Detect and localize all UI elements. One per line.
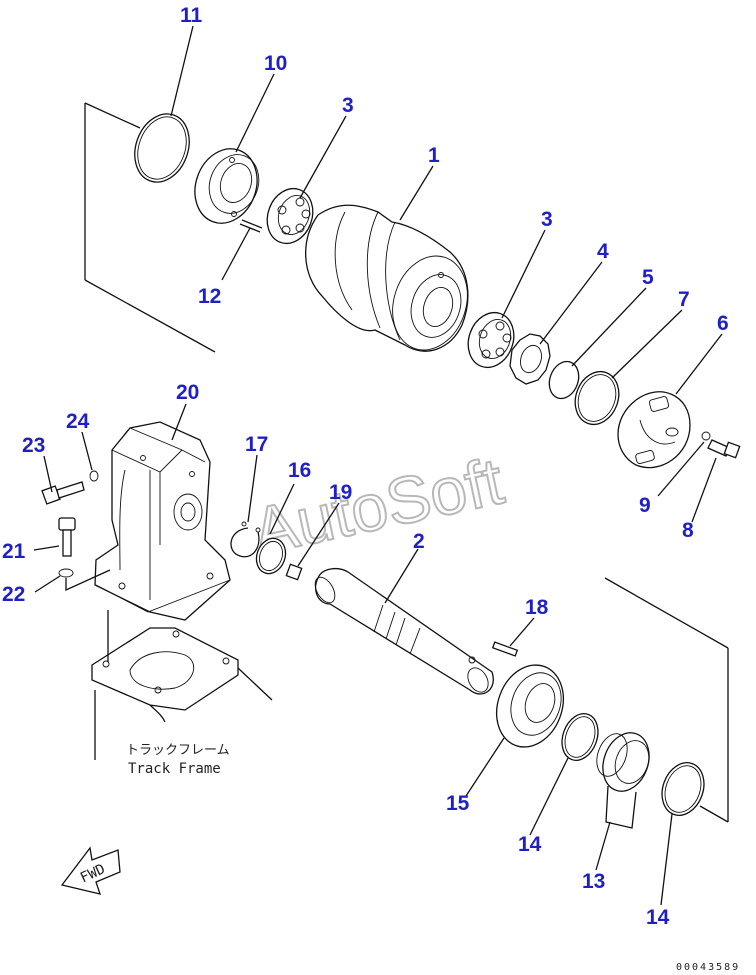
- forward-arrow-icon: FWD: [60, 846, 121, 895]
- callout-4: 4: [597, 240, 609, 263]
- callout-numbers: 11 10 3 1 12 3 4 5 7 6 20 24 23 17 16 19…: [2, 4, 729, 929]
- callout-3-lower: 3: [541, 208, 553, 231]
- part-6-cover: [617, 391, 691, 469]
- part-9-washer: [701, 431, 711, 441]
- washer-leader-bracket: [65, 569, 111, 592]
- part-1-roller-body: [305, 204, 469, 352]
- part-4-nut: [509, 333, 551, 385]
- track-frame-mounting-pad: [91, 610, 273, 760]
- part-23-bolt: [41, 481, 85, 505]
- part-8-bolt: [707, 439, 741, 459]
- upper-assembly-bracket-lines: [84, 102, 216, 353]
- callout-1: 1: [428, 144, 440, 167]
- part-3-bearing-lower: [467, 311, 515, 369]
- callout-16: 16: [288, 459, 311, 482]
- part-7-o-ring: [574, 370, 620, 426]
- callout-5: 5: [642, 266, 654, 289]
- callout-11: 11: [180, 4, 203, 27]
- part-21-bolt: [58, 517, 76, 557]
- callout-23: 23: [22, 434, 45, 457]
- part-12-pin: [239, 219, 263, 233]
- callout-22: 22: [2, 583, 25, 606]
- part-2-shaft: [314, 567, 494, 695]
- callout-leader-lines: [33, 25, 723, 906]
- callout-8: 8: [682, 519, 694, 542]
- callout-14-right: 14: [646, 906, 670, 929]
- part-22-washer: [58, 568, 74, 578]
- callout-17: 17: [245, 433, 268, 456]
- callout-7: 7: [678, 288, 690, 311]
- part-5-snap-ring: [548, 360, 580, 400]
- callout-13: 13: [582, 870, 605, 893]
- callout-21: 21: [2, 540, 26, 563]
- part-19-plug: [285, 563, 303, 581]
- callout-14-middle: 14: [518, 833, 542, 856]
- callout-10: 10: [264, 52, 287, 75]
- callout-20: 20: [176, 381, 199, 404]
- drawing-code: 00043589: [676, 962, 740, 973]
- track-frame-label-en: Track Frame: [128, 761, 221, 777]
- part-14-o-ring-middle: [561, 713, 599, 761]
- part-15-seal-housing: [496, 664, 564, 748]
- part-24-washer: [89, 470, 99, 482]
- track-frame-label-jp: トラックフレーム: [126, 743, 230, 758]
- part-11-o-ring: [134, 113, 190, 183]
- callout-12: 12: [198, 285, 221, 308]
- callout-2: 2: [413, 530, 425, 553]
- callout-18: 18: [525, 596, 549, 619]
- part-10-seal-cover: [194, 148, 260, 224]
- callout-3-top: 3: [342, 94, 354, 117]
- part-18-pin: [491, 641, 519, 657]
- callout-19: 19: [329, 481, 352, 504]
- part-14-o-ring-right: [661, 762, 705, 816]
- part-16-o-ring: [255, 537, 287, 575]
- part-17-retaining-ring: [230, 521, 261, 558]
- callout-15: 15: [446, 792, 470, 815]
- callout-6: 6: [717, 312, 729, 335]
- part-13-seal-ring: [596, 732, 650, 829]
- callout-9: 9: [639, 494, 651, 517]
- lower-assembly-bracket-lines: [604, 577, 729, 823]
- part-20-support-bracket: [94, 421, 231, 621]
- callout-24: 24: [66, 410, 90, 433]
